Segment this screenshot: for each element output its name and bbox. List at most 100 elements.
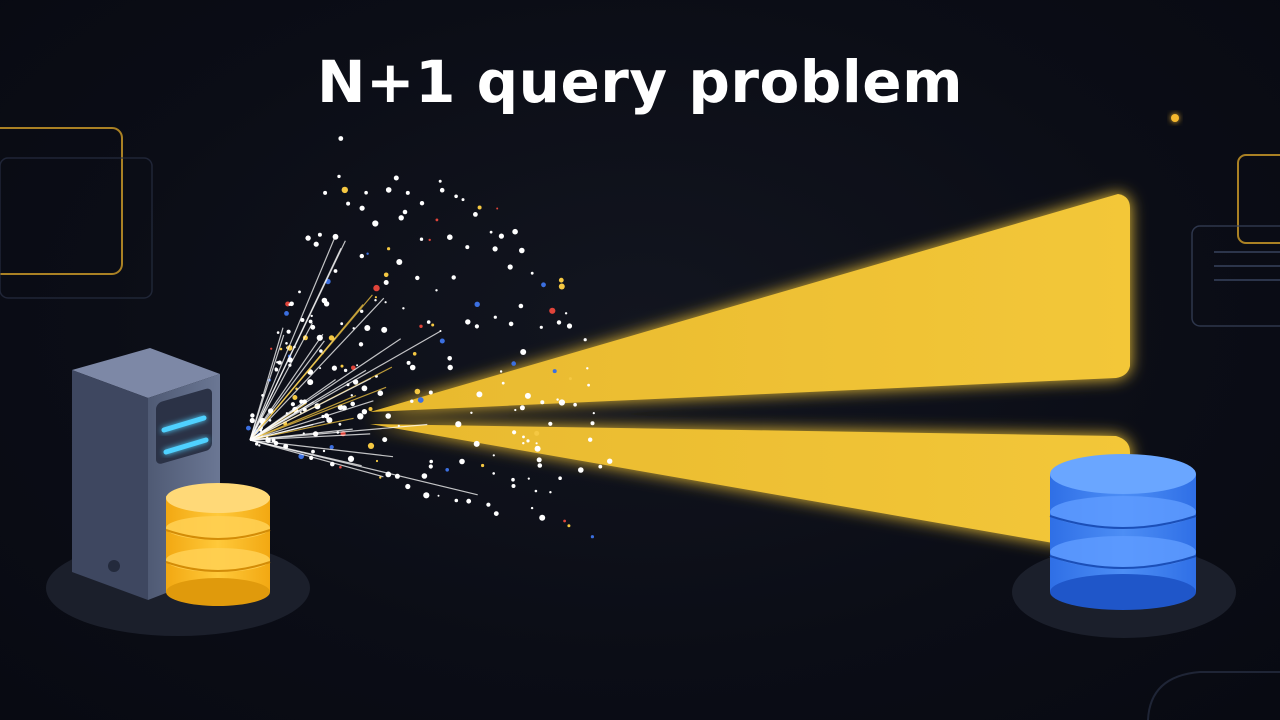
query-particle [341,186,348,194]
query-particle [473,212,478,217]
query-particle [439,187,445,193]
left-frame-outer [0,127,123,275]
query-particle [558,277,564,283]
query-particle [417,397,424,403]
query-particle [518,303,524,309]
query-particle [588,437,593,442]
query-particle [454,498,459,503]
query-particle [305,235,311,241]
query-particle [338,136,344,141]
right-frame-inner [1191,225,1280,327]
query-particle [319,367,322,370]
query-particle [276,331,280,334]
query-particle [274,367,278,371]
query-particle [435,289,438,292]
query-ray [249,400,374,441]
query-particle [414,388,421,395]
query-ray [249,294,373,441]
query-particle [512,228,518,235]
query-particle [337,174,341,179]
query-particle [431,323,435,327]
query-particle [451,275,456,280]
query-particle [586,367,589,370]
query-particle [501,381,505,385]
query-particle [447,356,453,361]
server-led-1 [161,415,207,433]
query-particle [465,245,470,250]
lower-beam [370,424,1130,556]
query-particle [361,409,368,415]
query-particle [459,458,465,465]
query-particle [402,209,408,215]
query-particle [522,442,525,445]
query-particle [498,233,504,239]
query-particle [438,179,442,183]
query-particle [383,272,389,278]
query-ray [249,386,387,441]
query-particle [406,360,411,365]
query-particle [526,439,530,443]
query-particle [534,489,538,493]
query-particle [381,326,388,333]
query-particle [496,207,499,210]
query-particle [536,457,542,463]
query-particle [573,402,577,407]
query-ray [249,439,478,496]
query-particle [350,401,356,407]
query-particle [331,365,337,371]
query-particle [364,190,368,195]
query-particle [493,511,499,516]
query-particle [285,342,288,345]
query-particle [549,491,552,494]
query-particle [290,402,295,407]
query-particle [286,329,291,334]
page-title: N+1 query problem [316,48,964,116]
query-particle [445,468,450,472]
query-particle [340,322,344,326]
query-ray [249,297,385,441]
query-particle [276,361,279,364]
query-ray [249,240,346,441]
query-particle [387,247,391,251]
query-particle [492,472,496,475]
query-particle [343,368,348,373]
query-particle [351,365,356,371]
query-particle [329,445,334,450]
query-particle [340,364,344,368]
server-side [72,370,148,600]
query-particle [421,473,428,479]
upper-beam [370,194,1130,412]
query-particle [511,361,516,366]
query-particle [607,458,613,464]
query-particle [393,175,399,181]
query-particle [473,440,480,447]
query-particle [519,247,525,254]
query-particle [426,320,431,324]
query-particle [333,269,338,273]
query-particle [527,477,530,480]
query-particle [598,464,603,469]
query-particle [385,187,392,193]
query-particle [347,455,355,462]
query-particle [250,413,255,418]
query-particle [328,335,335,341]
query-particle [396,259,403,265]
query-ray [249,401,315,441]
query-particle [474,301,480,307]
query-particle [465,319,471,325]
query-particle [398,215,404,221]
query-particle [405,190,410,195]
query-ray [249,395,357,441]
query-particle [419,237,424,241]
query-ray [249,433,371,441]
server-led-2 [163,437,209,455]
server-top [72,348,220,398]
query-particle [415,275,420,281]
query-particle [249,417,255,424]
corner-arc [1147,671,1280,720]
query-particle [519,405,525,411]
target-database-icon [1049,454,1197,610]
query-particle [428,464,433,469]
query-particle [410,399,414,403]
